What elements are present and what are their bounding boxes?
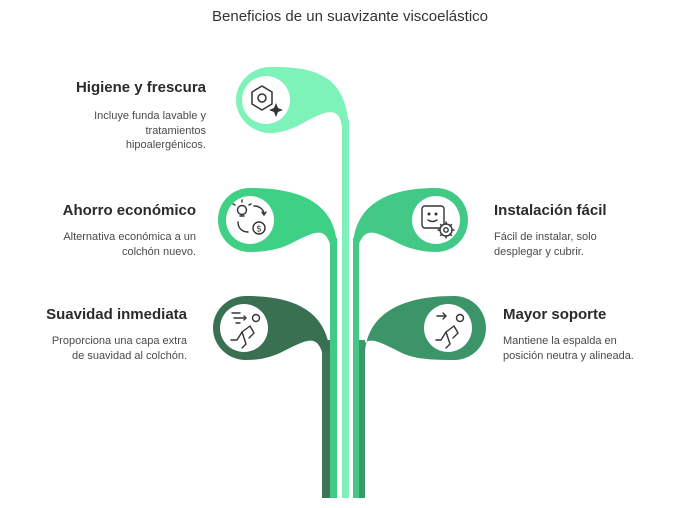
desc-ahorro: Alternativa económica a un colchón nuevo… [6,230,196,259]
diagram-title: Beneficios de un suavizante viscoelástic… [212,8,488,25]
desc-higiene: Incluye funda lavable y tratamientos hip… [26,109,206,153]
person-speed-icon [230,312,261,349]
title-higiene: Higiene y frescura [75,79,206,96]
gear-face-icon [421,205,455,239]
desc-line: Mantiene la espalda en [503,335,617,347]
title-ahorro: Ahorro económico [62,202,196,219]
desc-line: tratamientos [145,124,206,137]
desc-line: posición neutra y alineada. [503,349,634,362]
hexagon-sparkle-icon [251,85,283,117]
title-instalacion: Instalación fácil [494,202,607,219]
stem-medium-right [353,238,359,498]
stem-medium-left [330,238,337,498]
svg-text:$: $ [256,225,262,235]
person-arrow-icon [435,312,465,349]
desc-line: de suavidad al colchón. [72,349,187,362]
desc-line: Incluye funda lavable y [94,110,206,122]
icon-circle-suavidad [220,304,268,352]
title-soporte: Mayor soporte [503,306,607,323]
desc-suavidad: Proporciona una capa extra de suavidad a… [0,334,187,363]
stem-dark [322,340,330,498]
icon-circle-soporte [424,304,472,352]
desc-line: Fácil de instalar, solo [494,231,597,243]
desc-line: Alternativa económica a un [63,231,196,243]
stem-mint [342,120,349,498]
desc-line: desplegar y cubrir. [494,245,584,258]
desc-line: hipoalergénicos. [125,139,206,151]
desc-soporte: Mantiene la espalda en posición neutra y… [503,334,693,363]
icon-circle-ahorro [226,196,274,244]
idea-money-icon: $ [232,199,267,235]
stem-mid-right [359,340,365,498]
title-suavidad: Suavidad inmediata [46,306,187,323]
desc-line: Proporciona una capa extra [51,335,187,347]
desc-instalacion: Fácil de instalar, solo desplegar y cubr… [494,230,674,259]
desc-line: colchón nuevo. [122,245,196,258]
